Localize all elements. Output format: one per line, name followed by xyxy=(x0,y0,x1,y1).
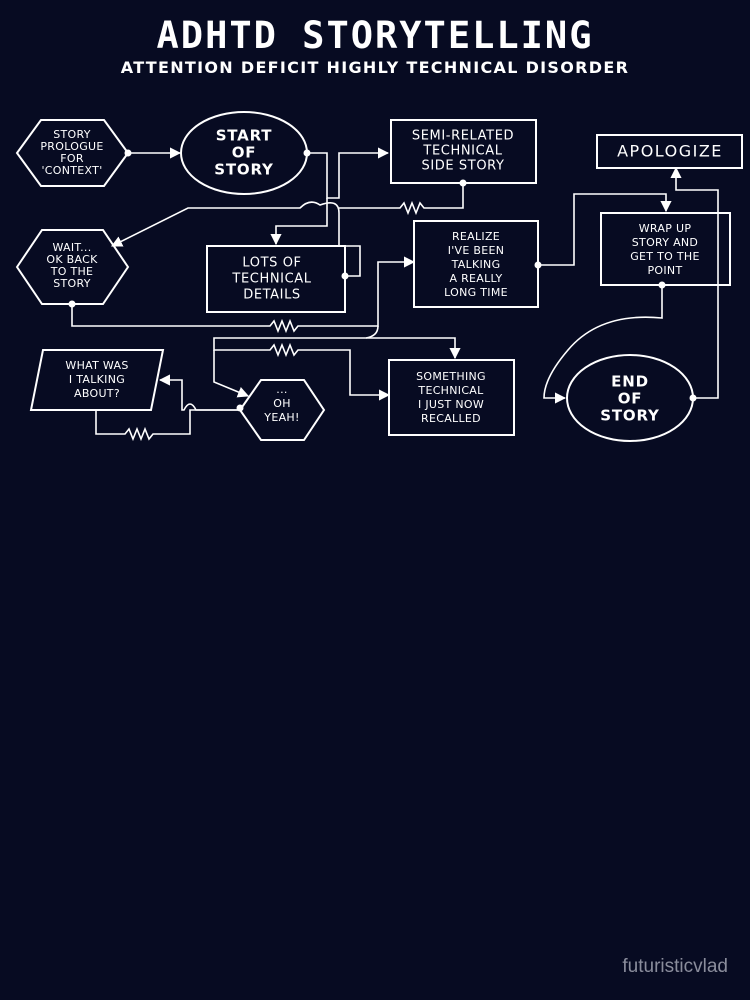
box-shape xyxy=(413,220,539,308)
parallelogram-shape xyxy=(29,349,165,411)
node-label-line: I JUST NOW xyxy=(418,398,484,411)
node-label-line: SOMETHING xyxy=(416,370,486,383)
node-label-line: WAIT... xyxy=(52,241,91,254)
node-oh-yeah: ... OH YEAH! xyxy=(238,379,326,441)
node-semi-related-side-story: SEMI-RELATED TECHNICAL SIDE STORY xyxy=(390,119,537,184)
page-title: ADHTD STORYTELLING xyxy=(156,14,594,57)
node-label-line: STORY xyxy=(53,128,91,141)
connector-oh-yeah-to-what-was xyxy=(158,374,240,411)
node-label-line: GET TO THE xyxy=(630,250,700,263)
oval-shape xyxy=(566,354,694,442)
hexagon-shape xyxy=(15,229,130,305)
connector-realize-to-wrap-up xyxy=(538,193,672,266)
node-label-line: I TALKING xyxy=(69,373,125,386)
node-label-line: TECHNICAL xyxy=(417,384,484,397)
node-label-line: ABOUT? xyxy=(74,387,120,400)
node-label-line: OH xyxy=(273,397,291,410)
node-something-technical-recalled: SOMETHING TECHNICAL I JUST NOW RECALLED xyxy=(388,359,515,436)
connector-side-story-resistor xyxy=(339,183,464,216)
box-shape xyxy=(390,119,537,184)
connector-start-to-details xyxy=(270,198,328,246)
node-label-line: APOLOGIZE xyxy=(617,142,723,161)
node-realize-talking-long: REALIZE I'VE BEEN TALKING A REALLY LONG … xyxy=(413,220,539,308)
node-apologize: APOLOGIZE xyxy=(596,134,743,169)
node-label-line: STORY xyxy=(214,161,274,179)
node-wrap-up-story: WRAP UP STORY AND GET TO THE POINT xyxy=(600,212,731,286)
node-label-line: SIDE STORY xyxy=(421,159,504,174)
node-label-line: TECHNICAL xyxy=(422,144,502,159)
node-lots-of-technical-details: LOTS OF TECHNICAL DETAILS xyxy=(206,245,346,313)
node-start-of-story: START OF STORY xyxy=(180,111,308,195)
node-label-line: 'CONTEXT' xyxy=(41,164,102,177)
node-label-line: REALIZE xyxy=(452,230,500,243)
node-what-was-i-talking-about: WHAT WAS I TALKING ABOUT? xyxy=(29,349,165,411)
connector-start-to-side-story xyxy=(307,147,390,199)
node-label-line: A REALLY xyxy=(449,272,502,285)
node-label-line: WRAP UP xyxy=(639,222,692,235)
watermark: futuristicvlad xyxy=(622,956,728,977)
box-shape xyxy=(206,245,346,313)
hexagon-shape xyxy=(238,379,326,441)
node-label-line: PROLOGUE xyxy=(40,140,103,153)
oval-shape xyxy=(180,111,308,195)
node-label-line: OF xyxy=(232,144,257,162)
node-label-line: OK BACK xyxy=(46,253,98,266)
node-label-line: OF xyxy=(618,390,643,408)
connector-end-to-apologize xyxy=(670,166,719,399)
node-label-line: START xyxy=(216,127,273,145)
node-label-line: LOTS OF xyxy=(242,256,301,271)
node-label-line: YEAH! xyxy=(263,411,299,424)
node-label-line: STORY AND xyxy=(632,236,698,249)
node-label-line: TALKING xyxy=(451,258,501,271)
node-label-line: LONG TIME xyxy=(444,286,508,299)
node-label-line: ... xyxy=(276,383,287,396)
node-label-line: TO THE xyxy=(50,265,94,278)
node-label-line: SEMI-RELATED xyxy=(412,129,514,144)
connector-to-oh-yeah xyxy=(213,350,250,398)
node-label-line: STORY xyxy=(600,407,660,425)
node-story-prologue: STORY PROLOGUE FOR 'CONTEXT' xyxy=(15,119,130,187)
page-subtitle: ATTENTION DEFICIT HIGHLY TECHNICAL DISOR… xyxy=(120,58,630,77)
node-label-line: RECALLED xyxy=(421,412,481,425)
box-shape xyxy=(388,359,515,436)
connector-to-something-technical xyxy=(213,325,391,401)
node-label-line: STORY xyxy=(53,277,91,290)
box-shape xyxy=(596,134,743,169)
node-label-line: TECHNICAL xyxy=(231,272,311,287)
node-label-line: WHAT WAS xyxy=(65,359,128,372)
node-label-line: I'VE BEEN xyxy=(448,244,505,257)
connector-wrap-up-to-end xyxy=(543,285,663,404)
node-label-line: FOR xyxy=(60,152,84,165)
node-end-of-story: END OF STORY xyxy=(566,354,694,442)
connector-details-to-wait xyxy=(110,201,361,277)
connector-what-was-resistor xyxy=(95,409,240,442)
node-wait-back-to-story: WAIT... OK BACK TO THE STORY xyxy=(15,229,130,305)
hexagon-shape xyxy=(15,119,130,187)
node-label-line: DETAILS xyxy=(243,288,301,303)
connector-to-something-top xyxy=(366,337,461,360)
node-label-line: POINT xyxy=(648,264,683,277)
node-label-line: END xyxy=(611,373,649,391)
box-shape xyxy=(600,212,731,286)
